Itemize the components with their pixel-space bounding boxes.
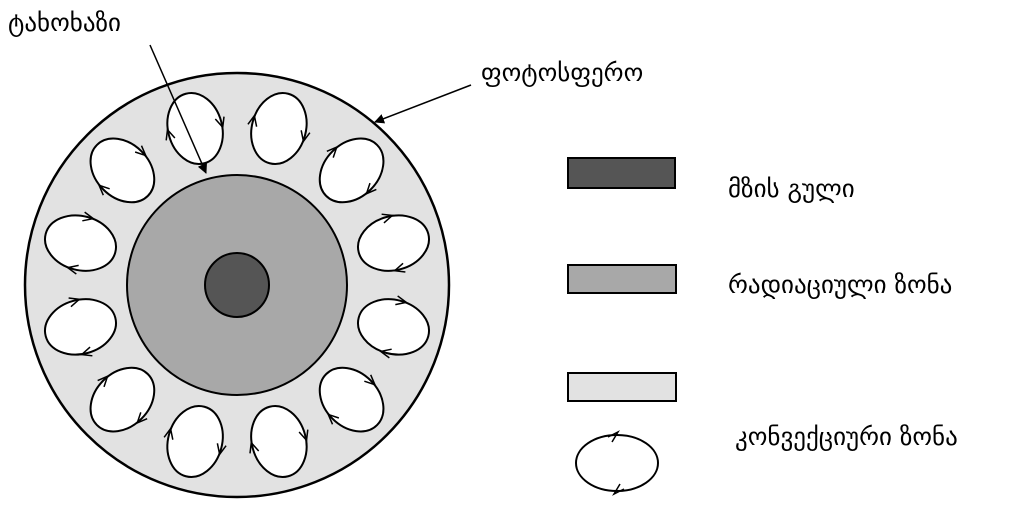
legend-core-swatch	[568, 158, 675, 188]
tachocline-label: ტახოხაზი	[8, 10, 121, 35]
legend-radiative-swatch	[568, 265, 676, 293]
photosphere-pointer	[375, 85, 471, 122]
convective-zone-legend-label: კონვექციური ზონა	[735, 424, 958, 449]
legend-convection-cell-icon	[576, 432, 658, 494]
core-legend-label: მზის გული	[728, 176, 855, 201]
core-disk	[205, 253, 269, 317]
radiative-zone-legend-label: რადიაციული ზონა	[728, 272, 952, 297]
photosphere-label: ფოტოსფერო	[481, 60, 643, 85]
legend-convective-swatch	[568, 373, 676, 401]
